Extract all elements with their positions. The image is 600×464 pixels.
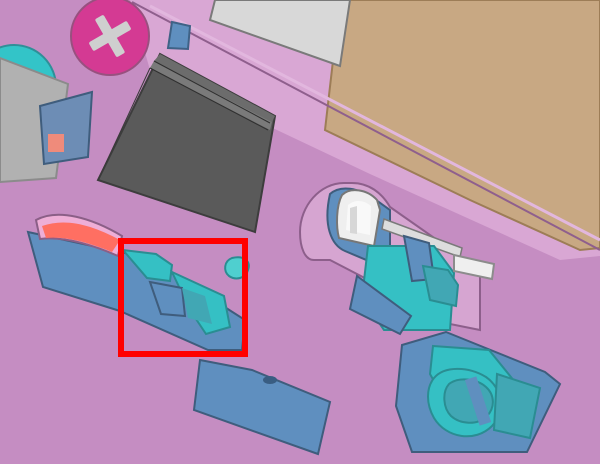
diagonal-edge-line [131, 1, 600, 251]
left-red-marker [48, 134, 64, 152]
highlight-rectangle [118, 238, 248, 357]
bottom-center-plate [192, 358, 332, 456]
diagonal-highlight-line [149, 4, 600, 242]
screw-head-magenta [70, 0, 150, 76]
bottom-center-hole [263, 376, 277, 384]
dark-cube [96, 52, 277, 234]
small-top-block [166, 20, 192, 51]
white-panel [208, 0, 352, 68]
right-mechanism [298, 182, 496, 336]
tan-panel [323, 0, 600, 252]
bottom-right-assembly [394, 330, 562, 453]
